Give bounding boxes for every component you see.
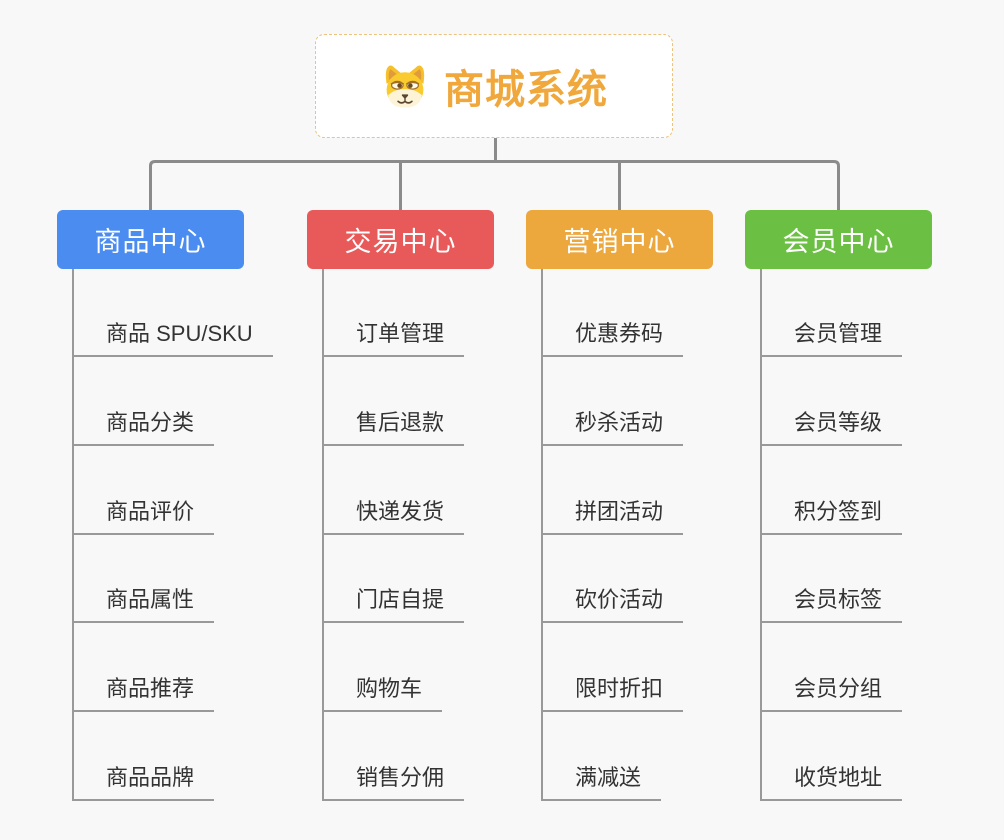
branch-trade-center[interactable]: 交易中心 xyxy=(307,210,494,269)
column-member-center: 会员管理会员等级积分签到会员标签会员分组收货地址 xyxy=(760,269,1004,801)
leaf-node[interactable]: 商品 SPU/SKU xyxy=(72,319,273,357)
leaf-node[interactable]: 商品分类 xyxy=(72,408,215,446)
leaf-node[interactable]: 商品评价 xyxy=(72,497,215,535)
leaf-node[interactable]: 商品推荐 xyxy=(72,674,215,713)
leaf-node[interactable]: 售后退款 xyxy=(322,408,465,446)
leaf-node[interactable]: 购物车 xyxy=(322,674,443,713)
leaf-node[interactable]: 优惠券码 xyxy=(541,319,684,357)
leaf-node[interactable]: 收货地址 xyxy=(760,763,903,801)
root-title: 商城系统 xyxy=(444,68,608,112)
leaf-node[interactable]: 砍价活动 xyxy=(541,585,684,624)
leaf-node[interactable]: 会员标签 xyxy=(760,585,903,624)
leaf-node[interactable]: 积分签到 xyxy=(760,497,903,535)
column-marketing-center: 优惠券码秒杀活动拼团活动砍价活动限时折扣满减送 xyxy=(541,269,791,801)
branch-member-center[interactable]: 会员中心 xyxy=(745,210,932,269)
leaf-node[interactable]: 商品品牌 xyxy=(72,763,215,801)
leaf-node[interactable]: 会员分组 xyxy=(760,674,903,713)
leaf-node[interactable]: 快递发货 xyxy=(322,497,465,535)
column-product-center: 商品 SPU/SKU 商品分类商品评价商品属性商品推荐商品品牌 xyxy=(72,269,322,801)
branch-product-center[interactable]: 商品中心 xyxy=(57,210,244,269)
leaf-node[interactable]: 会员管理 xyxy=(760,319,903,357)
branch-rail-line xyxy=(149,160,840,210)
leaf-node[interactable]: 秒杀活动 xyxy=(541,408,684,446)
leaf-node[interactable]: 满减送 xyxy=(541,763,662,801)
leaf-node[interactable]: 拼团活动 xyxy=(541,497,684,535)
branch-marketing-center[interactable]: 营销中心 xyxy=(526,210,713,269)
leaf-node[interactable]: 销售分佣 xyxy=(322,763,465,801)
column-trade-center: 订单管理售后退款快递发货门店自提购物车销售分佣 xyxy=(322,269,572,801)
leaf-node[interactable]: 订单管理 xyxy=(322,319,465,357)
leaf-node[interactable]: 限时折扣 xyxy=(541,674,684,713)
shiba-dog-icon xyxy=(380,63,430,109)
leaf-node[interactable]: 会员等级 xyxy=(760,408,903,446)
leaf-node[interactable]: 商品属性 xyxy=(72,585,215,624)
leaf-node[interactable]: 门店自提 xyxy=(322,585,465,624)
root-node[interactable]: 商城系统 xyxy=(315,34,673,138)
